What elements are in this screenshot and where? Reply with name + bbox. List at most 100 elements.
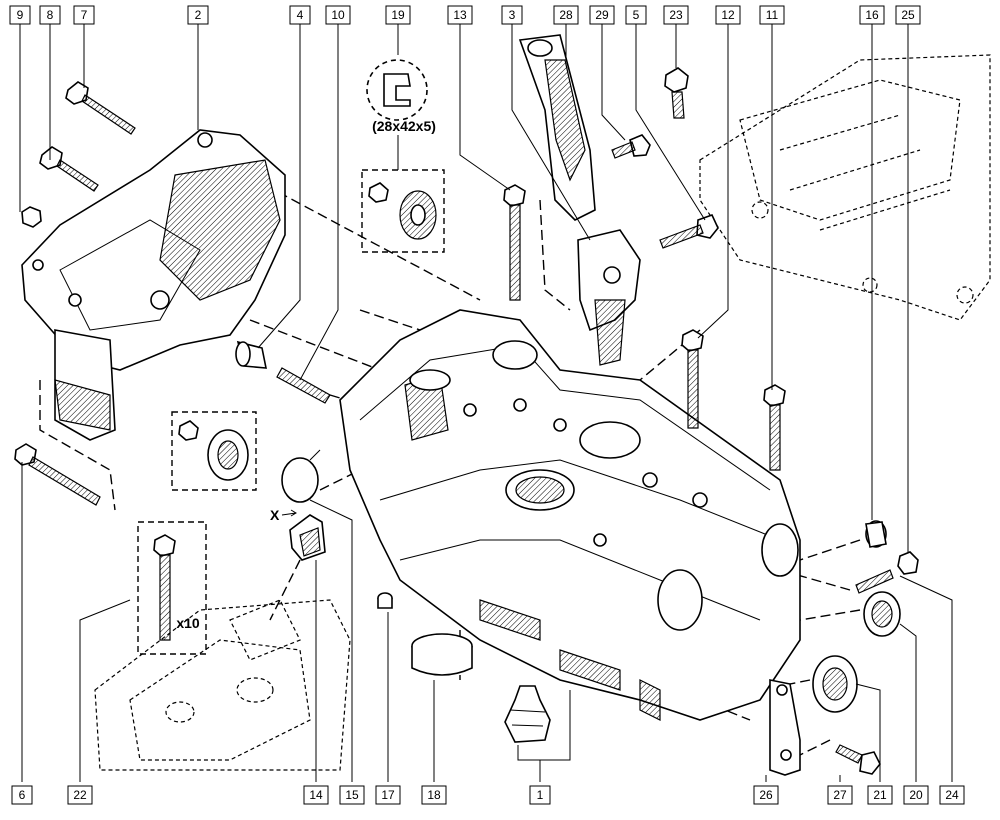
callout-19: 19 [385,5,411,25]
svg-text:18: 18 [427,788,441,802]
callout-23: 23 [663,5,689,25]
callout-27: 27 [827,785,853,805]
callout-10: 10 [325,5,351,25]
intake-manifold-outline-upper-right [699,54,991,321]
callout-5: 5 [625,5,647,25]
spacer-part-4 [235,340,267,369]
valve-stem-seal-part-14 [289,514,326,561]
svg-text:29: 29 [595,8,609,22]
callout-17: 17 [375,785,401,805]
callout-25: 25 [895,5,921,25]
svg-text:26: 26 [759,788,773,802]
svg-text:3: 3 [509,8,516,22]
svg-text:13: 13 [453,8,467,22]
seal-part-19 [366,59,428,121]
lifting-hook-part-28 [518,34,596,221]
svg-text:17: 17 [381,788,395,802]
seal-dimension-label: (28x42x5) [372,118,436,134]
nut-part-9 [21,206,42,228]
bolt-part-6 [14,443,101,506]
dowel-part-17 [377,592,393,609]
svg-text:11: 11 [766,8,779,22]
svg-text:15: 15 [345,788,359,802]
bolt-part-8 [39,146,99,192]
callout-21: 21 [867,785,893,805]
view-arrow [281,509,297,517]
svg-text:9: 9 [17,8,24,22]
head-bolt-part-11 [763,384,786,471]
svg-text:22: 22 [73,788,87,802]
callout-18: 18 [421,785,447,805]
callout-2: 2 [187,5,209,25]
svg-text:14: 14 [309,788,323,802]
callout-8: 8 [39,5,61,25]
svg-text:19: 19 [391,8,405,22]
svg-text:2: 2 [195,8,202,22]
svg-text:21: 21 [873,788,887,802]
accessory-bracket [21,129,286,441]
bolt-part-5 [659,214,719,249]
gasket-disc-part-18 [411,633,473,676]
svg-text:25: 25 [901,8,915,22]
seal-ring-lower [178,420,249,481]
seal-part-21 [812,655,858,713]
callout-11: 11 [759,5,785,25]
callout-12: 12 [715,5,741,25]
callout-16: 16 [859,5,885,25]
plug-part-16 [865,520,887,548]
head-bolts-part-22 [153,534,176,641]
svg-text:28: 28 [559,8,573,22]
callout-28: 28 [553,5,579,25]
callout-22: 22 [67,785,93,805]
stud-part-10 [276,367,331,404]
view-marker-label: X [270,507,280,523]
engine-block-outline-lower-left [94,599,351,771]
bolt-part-29 [611,134,651,159]
svg-text:12: 12 [721,8,735,22]
svg-text:1: 1 [537,788,544,802]
svg-text:8: 8 [47,8,54,22]
callout-4: 4 [289,5,311,25]
callout-26: 26 [753,785,779,805]
callout-13: 13 [447,5,473,25]
leader-lines [19,24,953,782]
svg-text:27: 27 [833,788,847,802]
callout-15: 15 [339,785,365,805]
callout-1: 1 [529,785,551,805]
seal-part-20 [863,591,901,637]
quantity-label: x10 [176,615,200,631]
callout-7: 7 [73,5,95,25]
bolt-kit-box [137,521,207,655]
svg-text:16: 16 [865,8,879,22]
plug-part-15 [281,449,321,503]
bolt-part-27 [835,744,881,775]
nut-part-25 [897,551,919,575]
bolt-part-7 [65,81,136,135]
callout-14: 14 [303,785,329,805]
svg-text:23: 23 [669,8,683,22]
svg-text:5: 5 [633,8,640,22]
callout-3: 3 [501,5,523,25]
svg-text:20: 20 [909,788,923,802]
bracket-part-26 [769,679,801,776]
head-bolt-part-12 [681,329,704,429]
stud-part-24 [855,569,894,594]
seal-kit-box-upper [361,169,445,253]
callout-6: 6 [11,785,33,805]
callout-20: 20 [903,785,929,805]
seal-kit-box-lower [171,411,257,491]
callout-24: 24 [939,785,965,805]
sensor-bracket-part-3 [577,229,641,366]
callout-29: 29 [589,5,615,25]
bolt-part-23 [664,67,689,119]
callout-9: 9 [9,5,31,25]
seal-ring-upper [368,182,437,240]
svg-text:4: 4 [297,8,304,22]
svg-text:7: 7 [81,8,88,22]
svg-text:6: 6 [19,788,26,802]
cylinder-head [339,309,801,721]
sealant-pouch-icon [504,685,551,743]
svg-text:24: 24 [945,788,959,802]
head-bolt-part-13 [503,184,526,301]
